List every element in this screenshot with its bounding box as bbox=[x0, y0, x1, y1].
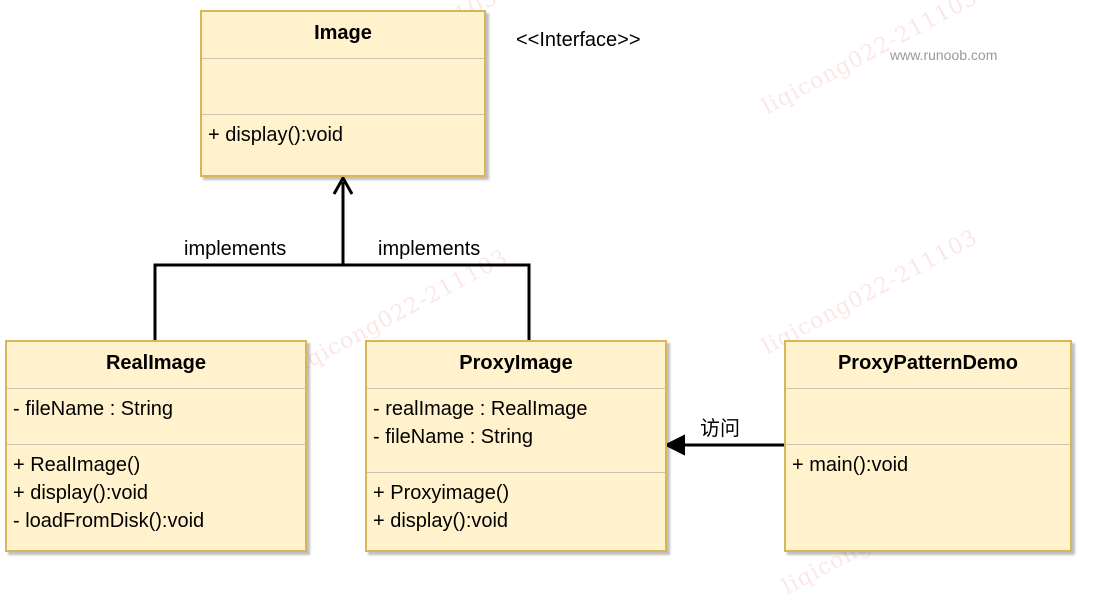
class-proxypatterndemo: ProxyPatternDemo + main():void bbox=[784, 340, 1072, 552]
class-name: Image bbox=[202, 12, 484, 59]
operation-compartment: + RealImage() + display():void - loadFro… bbox=[7, 445, 305, 541]
class-realimage: RealImage - fileName : String + RealImag… bbox=[5, 340, 307, 552]
operation: + Proxyimage() bbox=[373, 482, 510, 504]
attribute-compartment bbox=[786, 389, 1070, 445]
class-name: ProxyImage bbox=[367, 342, 665, 389]
access-label: 访问 bbox=[700, 418, 740, 440]
operation: + display():void bbox=[13, 482, 149, 504]
implements-edge-left bbox=[153, 263, 343, 340]
access-arrowhead bbox=[663, 434, 685, 456]
connectors bbox=[153, 174, 784, 456]
interface-stereotype: <<Interface>> bbox=[516, 29, 641, 51]
attribute-compartment bbox=[202, 59, 484, 115]
attribute-compartment: - fileName : String bbox=[7, 389, 305, 445]
attribute: - fileName : String bbox=[373, 426, 534, 448]
implements-label-right: implements bbox=[378, 238, 481, 260]
attribute: - realImage : RealImage bbox=[373, 398, 588, 420]
uml-diagram: liqicong022-211103 liqicong022-211103 li… bbox=[5, 0, 1072, 600]
class-name: RealImage bbox=[7, 342, 305, 389]
class-proxyimage: ProxyImage - realImage : RealImage - fil… bbox=[365, 340, 667, 552]
operation: - loadFromDisk():void bbox=[13, 510, 205, 532]
operation-compartment: + display():void bbox=[202, 115, 484, 155]
implements-arrowhead bbox=[332, 174, 354, 195]
class-name: ProxyPatternDemo bbox=[786, 342, 1070, 389]
class-image: Image + display():void bbox=[200, 10, 486, 177]
operation: + main():void bbox=[792, 454, 909, 476]
site-watermark: www.runoob.com bbox=[890, 47, 998, 63]
operation: + display():void bbox=[208, 124, 344, 146]
operation: + RealImage() bbox=[13, 454, 141, 476]
implements-edge-right bbox=[343, 263, 531, 340]
operation-compartment: + Proxyimage() + display():void bbox=[367, 473, 665, 541]
attribute-compartment: - realImage : RealImage - fileName : Str… bbox=[367, 389, 665, 473]
implements-label-left: implements bbox=[184, 238, 287, 260]
operation: + display():void bbox=[373, 510, 509, 532]
attribute: - fileName : String bbox=[13, 398, 174, 420]
operation-compartment: + main():void bbox=[786, 445, 1070, 485]
